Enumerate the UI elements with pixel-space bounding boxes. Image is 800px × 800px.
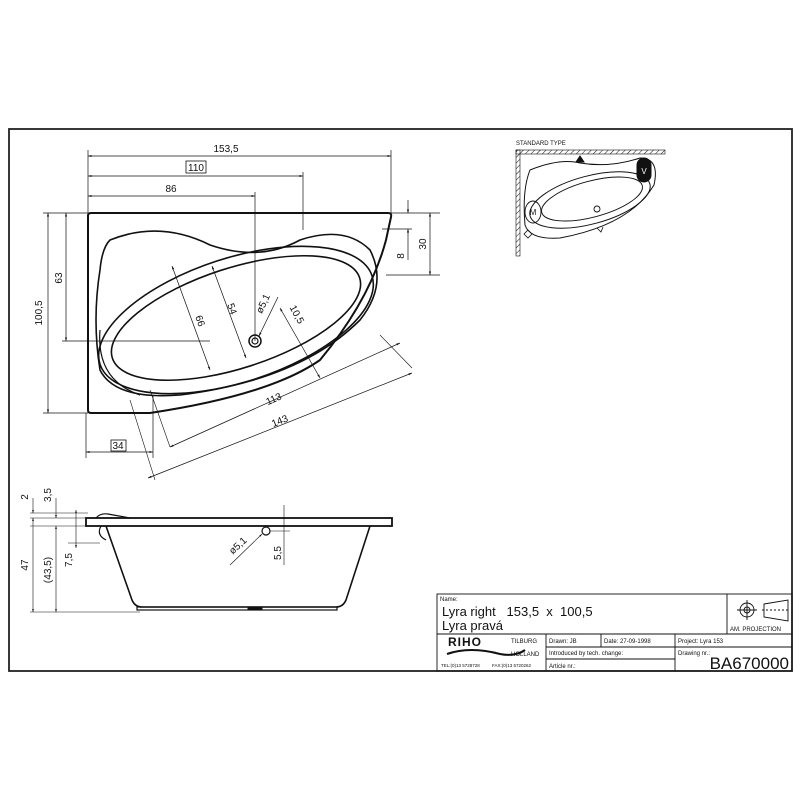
company-city: TILBURG xyxy=(511,639,537,645)
dim-width-63: 63 xyxy=(54,272,65,284)
dim-length-110: 110 xyxy=(188,163,204,174)
company-fax: FAX:(0)13 5720262 xyxy=(492,663,532,668)
marker-v: V xyxy=(641,167,647,176)
drawing-date: Date: 27-09-1998 xyxy=(604,639,651,645)
dim-corner-34: 34 xyxy=(112,441,124,452)
dim-rim-3-5: 3,5 xyxy=(43,488,54,502)
dim-overflow-5-5: 5,5 xyxy=(273,546,284,560)
top-view xyxy=(43,150,440,481)
drawing-nr-label: Drawing nr.: xyxy=(678,651,710,657)
dim-basin-width: 54 xyxy=(224,302,238,317)
title-block xyxy=(436,593,793,672)
dim-inner-height: (43,5) xyxy=(43,557,54,583)
title-name-line1: Lyra right 153,5 x 100,5 xyxy=(442,604,593,619)
dim-total-height: 47 xyxy=(20,559,31,571)
company-logo: RIHO xyxy=(448,635,482,649)
side-view xyxy=(30,498,393,613)
dim-offset-30: 30 xyxy=(418,238,429,250)
dim-overflow-diameter: ø5,1 xyxy=(227,535,250,557)
title-name-label: Name: xyxy=(440,597,458,603)
introduced-by-tech-change: Introduced by tech. change: xyxy=(549,651,623,657)
dim-length-86: 86 xyxy=(165,184,177,195)
dim-basin-length: 113 xyxy=(264,391,283,408)
dim-offset-8: 8 xyxy=(396,253,407,259)
dim-drain-diameter: ø5,1 xyxy=(255,292,274,315)
standard-type-label: STANDARD TYPE xyxy=(516,141,566,147)
marker-m: M xyxy=(530,208,537,217)
dim-overall-length: 153,5 xyxy=(213,144,238,155)
drawing-frame xyxy=(8,128,793,672)
dim-overall-width: 100,5 xyxy=(34,300,45,325)
company-phone: TEL:(0)13 5728728 xyxy=(441,663,480,668)
dim-drain-offset: 10,5 xyxy=(287,304,306,327)
dim-basin-width-outer: 66 xyxy=(192,314,206,329)
project-name: Project: Lyra 153 xyxy=(678,639,724,645)
dim-outer-length: 143 xyxy=(270,413,290,430)
company-country: HOLLAND xyxy=(511,652,540,658)
drawing-number: BA670000 xyxy=(710,654,789,673)
dim-rim-2: 2 xyxy=(20,494,31,500)
standard-type-inset xyxy=(515,149,666,257)
drawn-by: Drawn: JB xyxy=(549,639,577,645)
title-name-line2: Lyra pravá xyxy=(442,618,504,633)
projection-label: AM. PROJECTION xyxy=(730,627,781,633)
article-nr-label: Article nr.: xyxy=(549,664,576,670)
dim-depth-7-5: 7,5 xyxy=(64,553,75,567)
